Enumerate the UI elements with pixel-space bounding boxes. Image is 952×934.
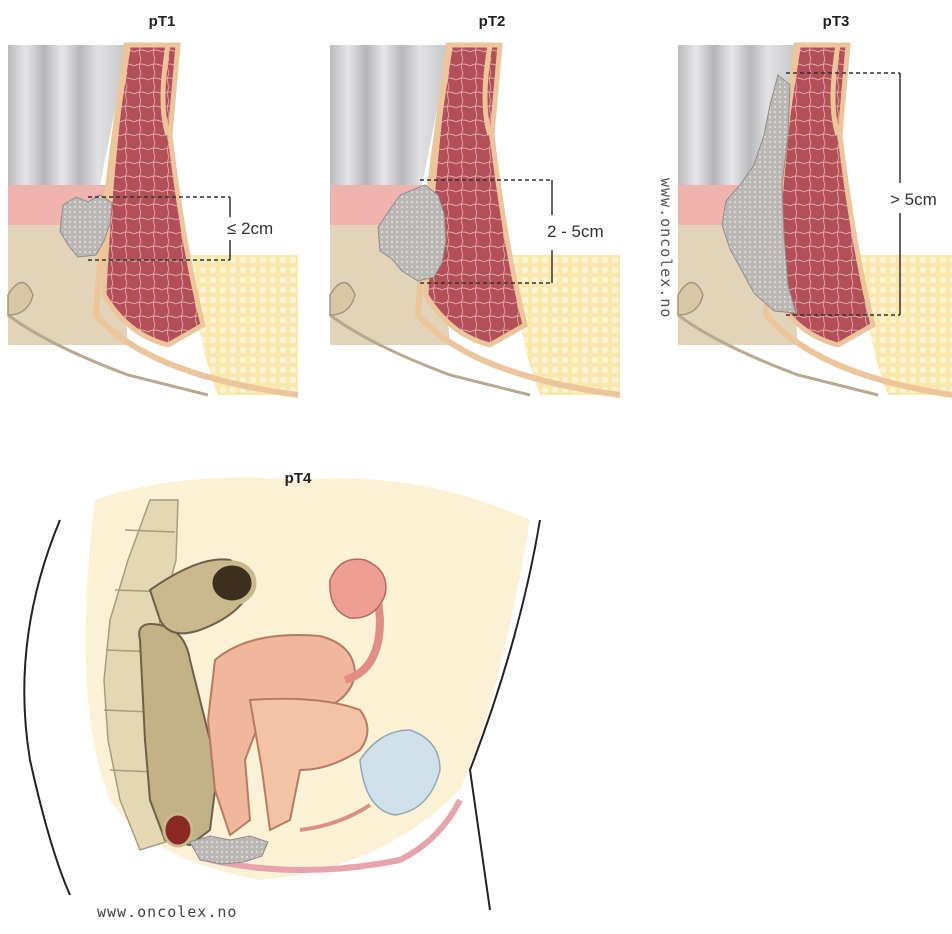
panel-pt2-illustration [330, 45, 620, 395]
watermark-bottom: www.oncolex.no [97, 903, 237, 921]
measurement-pt1: ≤ 2cm [227, 219, 273, 239]
panel-pt4-illustration [24, 478, 540, 911]
panel-pt3-illustration [678, 45, 952, 395]
anal-canal-section-2 [330, 45, 620, 395]
body-outline [24, 520, 70, 895]
panel-title-pt2: pT2 [452, 13, 532, 30]
panel-title-pt4: pT4 [258, 470, 338, 487]
measurement-pt3: > 5cm [890, 190, 937, 210]
colon-opening [210, 563, 254, 603]
panel-title-pt1: pT1 [122, 13, 202, 30]
watermark-vertical: www.oncolex.no [657, 178, 675, 318]
anal-verge [164, 814, 192, 846]
panel-title-pt3: pT3 [796, 13, 876, 30]
measurement-pt2: 2 - 5cm [547, 222, 604, 242]
anal-canal-section-3 [678, 45, 952, 395]
